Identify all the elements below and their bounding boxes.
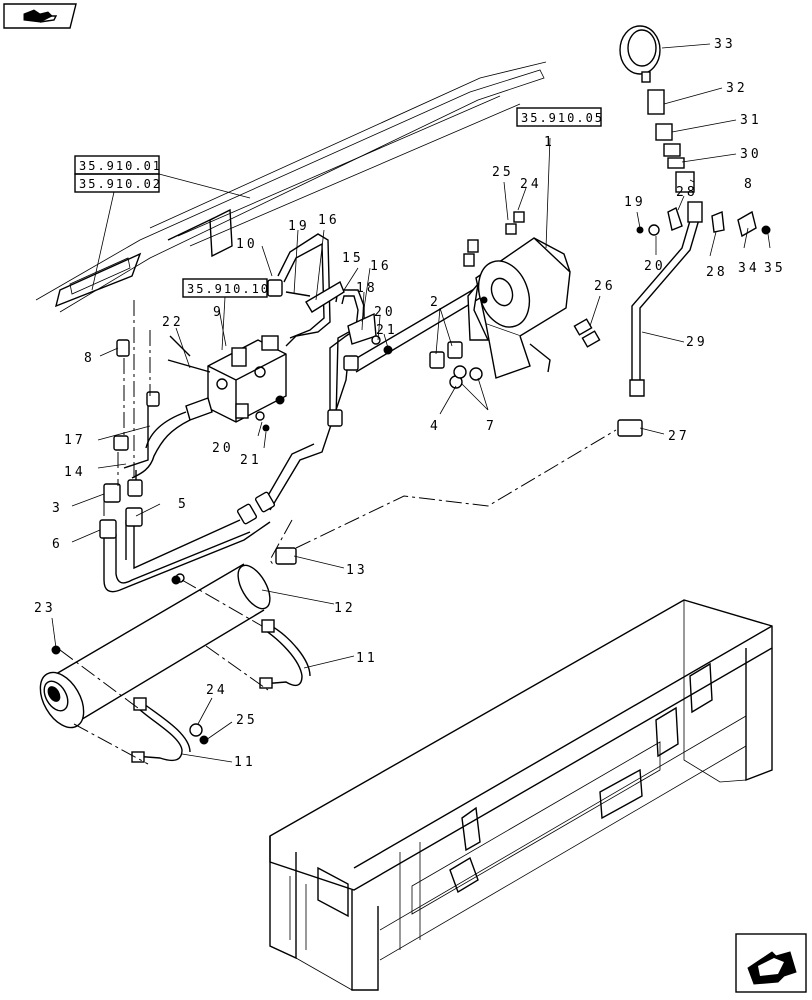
callout-labels: 1 2 3 4 5 6 7 8 8 9 10 11 11 12 13 14 15… [34, 37, 786, 770]
callout-14: 14 [64, 465, 86, 480]
callout-16: 16 [318, 213, 340, 228]
callout-20-right: 20 [374, 305, 396, 320]
callout-4: 4 [430, 419, 441, 434]
callout-3: 3 [52, 501, 63, 516]
callout-24-top: 24 [520, 177, 542, 192]
callout-9: 9 [213, 305, 224, 320]
callout-21-right: 21 [376, 323, 398, 338]
reference-box-35-910-05[interactable]: 35.910.05 [516, 107, 604, 127]
callout-35: 35 [764, 261, 786, 276]
routing-lines [59, 300, 617, 765]
callout-2: 2 [430, 295, 441, 310]
reference-label: 35.910.10 [187, 282, 270, 296]
fittings [51, 25, 771, 745]
callout-6: 6 [52, 537, 63, 552]
back-to-index-icon[interactable] [3, 3, 77, 29]
reference-label: 35.910.05 [521, 111, 604, 125]
control-valve-9 [185, 335, 287, 423]
callout-8-gauge: 8 [744, 177, 755, 192]
callout-7: 7 [486, 419, 497, 434]
callout-32: 32 [726, 81, 748, 96]
callout-24: 24 [206, 683, 228, 698]
callout-31: 31 [740, 113, 762, 128]
reference-box-35-910-10[interactable]: 35.910.10 [182, 278, 270, 298]
callout-16-right: 16 [370, 259, 392, 274]
callout-25: 25 [236, 713, 258, 728]
callout-10: 10 [236, 237, 258, 252]
callout-5: 5 [178, 497, 189, 512]
callout-17: 17 [64, 433, 86, 448]
callout-26: 26 [594, 279, 616, 294]
callout-20-gauge: 20 [644, 259, 666, 274]
callout-12: 12 [334, 601, 356, 616]
callout-30: 30 [740, 147, 762, 162]
callout-19-gauge: 19 [624, 195, 646, 210]
leader-lines [51, 43, 771, 763]
callout-1: 1 [544, 135, 555, 150]
boom-frame [35, 61, 547, 313]
callout-27: 27 [668, 429, 690, 444]
callout-11: 11 [356, 651, 378, 666]
callout-29: 29 [686, 335, 708, 350]
callout-21: 21 [240, 453, 262, 468]
callout-34: 34 [738, 261, 760, 276]
accumulator-12 [39, 563, 271, 729]
header-chassis [269, 599, 773, 991]
hydraulic-lines [103, 213, 701, 593]
callout-20: 20 [212, 441, 234, 456]
callout-19: 19 [288, 219, 310, 234]
reference-label: 35.910.02 [79, 177, 162, 191]
callout-13: 13 [346, 563, 368, 578]
callout-28: 28 [676, 185, 698, 200]
callout-18: 18 [356, 281, 378, 296]
cylinder-assembly-1 [463, 211, 601, 379]
next-page-icon[interactable] [735, 933, 807, 993]
callout-15: 15 [342, 251, 364, 266]
reference-box-35-910-01[interactable]: 35.910.01 [74, 155, 162, 175]
callout-23: 23 [34, 601, 56, 616]
strap-11 [131, 619, 311, 763]
callout-33: 33 [714, 37, 736, 52]
reference-box-35-910-02[interactable]: 35.910.02 [74, 173, 162, 193]
callout-28-right: 28 [706, 265, 728, 280]
reference-label: 35.910.01 [79, 159, 162, 173]
callout-25-top: 25 [492, 165, 514, 180]
callout-11-lower: 11 [234, 755, 256, 770]
callout-22: 22 [162, 315, 184, 330]
callout-8: 8 [84, 351, 95, 366]
